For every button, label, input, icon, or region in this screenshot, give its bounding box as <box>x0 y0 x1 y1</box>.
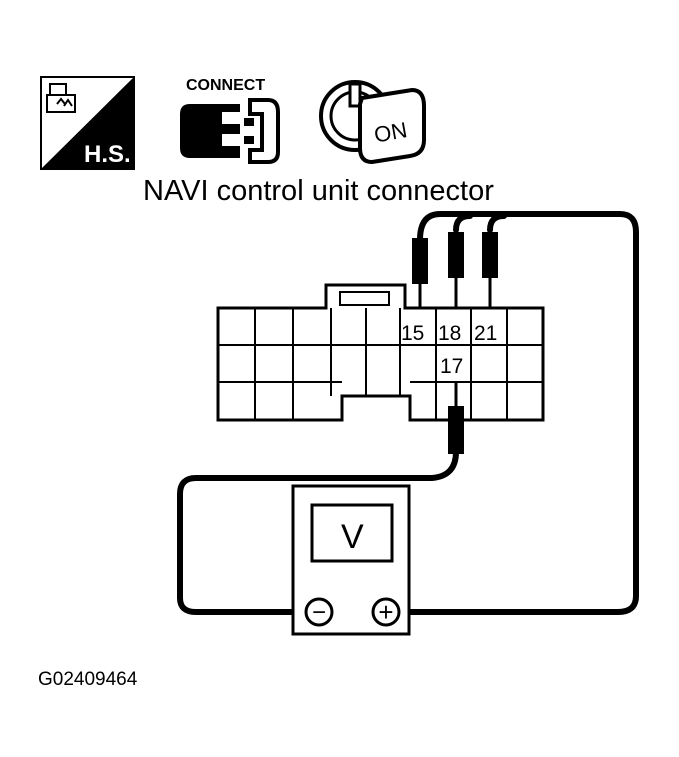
probe-terminal-21 <box>482 232 498 308</box>
probe-terminal-15 <box>412 238 428 308</box>
wires <box>177 211 639 615</box>
positive-terminal-symbol: + <box>378 597 393 627</box>
voltmeter-unit-label: V <box>341 518 364 556</box>
voltmeter-display <box>310 503 394 563</box>
terminal-15-label: 15 <box>401 322 424 345</box>
navi-connector: 15 18 21 17 <box>216 283 545 422</box>
positive-lead-wire <box>397 211 639 615</box>
positive-terminal: + <box>371 597 401 627</box>
voltmeter: V − + <box>291 484 411 636</box>
connect-icon: CONNECT <box>180 77 280 164</box>
negative-terminal: − <box>304 597 334 627</box>
probe-terminal-18 <box>448 232 464 308</box>
terminal-18-label: 18 <box>438 322 461 345</box>
terminal-17-label: 17 <box>440 355 463 378</box>
harness-side-label: H.S. <box>84 141 131 168</box>
probe-terminal-17 <box>448 382 464 454</box>
terminal-21-label: 21 <box>474 322 497 345</box>
connector-latch <box>339 291 390 306</box>
connect-label: CONNECT <box>186 77 265 94</box>
figure-id: G02409464 <box>38 669 138 690</box>
connector-title: NAVI control unit connector <box>143 175 494 207</box>
probes <box>412 232 498 454</box>
ignition-on-label: ON <box>372 117 409 147</box>
negative-terminal-symbol: − <box>312 599 326 626</box>
harness-side-connector-icon: H.S. <box>40 76 135 170</box>
negative-lead-wire <box>177 449 459 615</box>
ignition-key-on-icon: ON <box>319 80 426 165</box>
